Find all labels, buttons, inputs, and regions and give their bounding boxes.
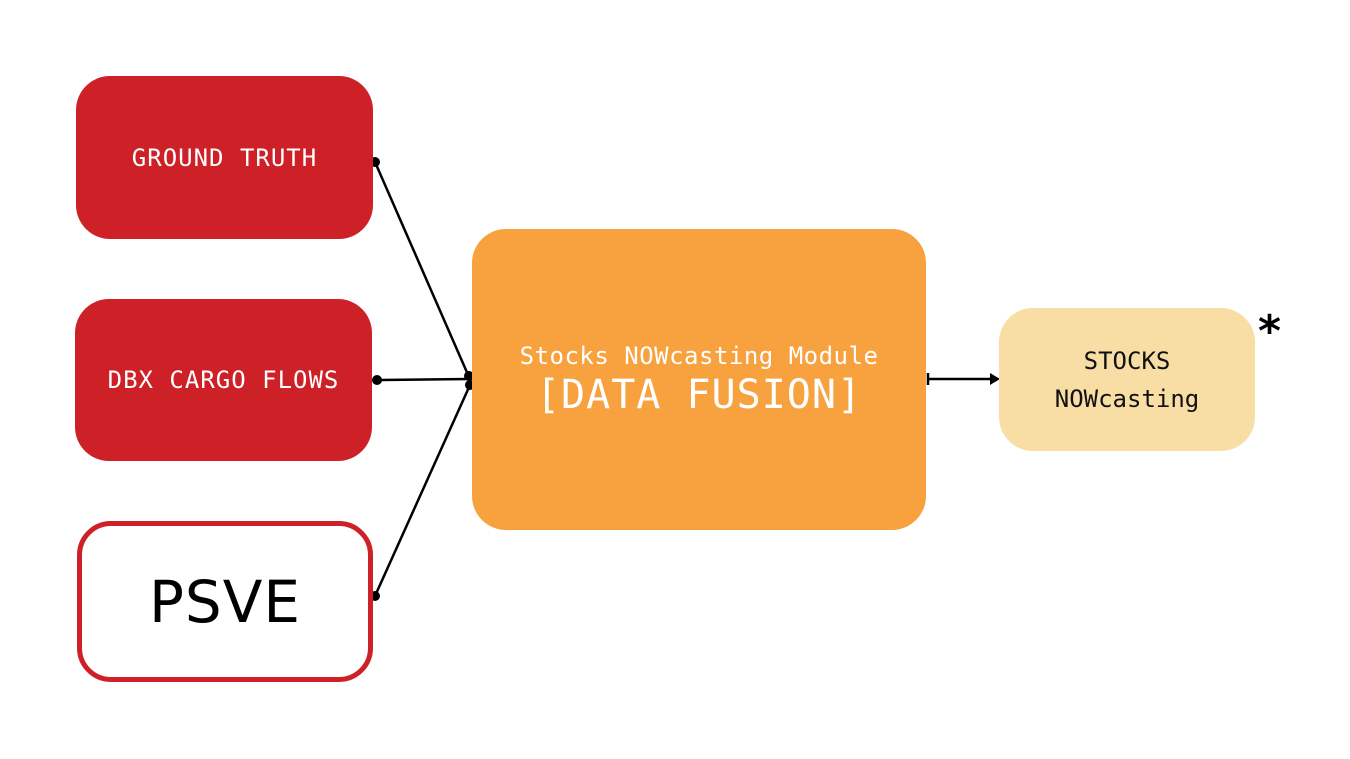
connector-dbx [376,377,470,382]
output-label-line1: STOCKS [1083,346,1171,375]
data-fusion-node: Stocks NOWcasting Module [DATA FUSION] [472,229,926,530]
connector-dot-fusion-top [464,371,474,381]
connector-dot-dbx [372,375,382,385]
data-fusion-title: Stocks NOWcasting Module [519,341,879,370]
psve-label: PSVE [148,567,302,636]
dbx-cargo-flows-label: DBX CARGO FLOWS [107,366,340,394]
ground-truth-label: GROUND TRUTH [131,143,318,172]
asterisk-marker: * [1258,306,1282,357]
connector-ground-truth [373,161,471,378]
arrowhead-icon [990,373,1000,385]
output-label-line2: NOWcasting [1054,384,1200,413]
data-fusion-subtitle: [DATA FUSION] [535,371,863,418]
dbx-cargo-flows-node: DBX CARGO FLOWS [75,299,372,461]
stocks-nowcasting-output-node: STOCKS NOWcasting [999,308,1255,451]
ground-truth-node: GROUND TRUTH [76,76,373,239]
psve-node: PSVE [77,521,373,682]
connector-psve [373,384,472,597]
